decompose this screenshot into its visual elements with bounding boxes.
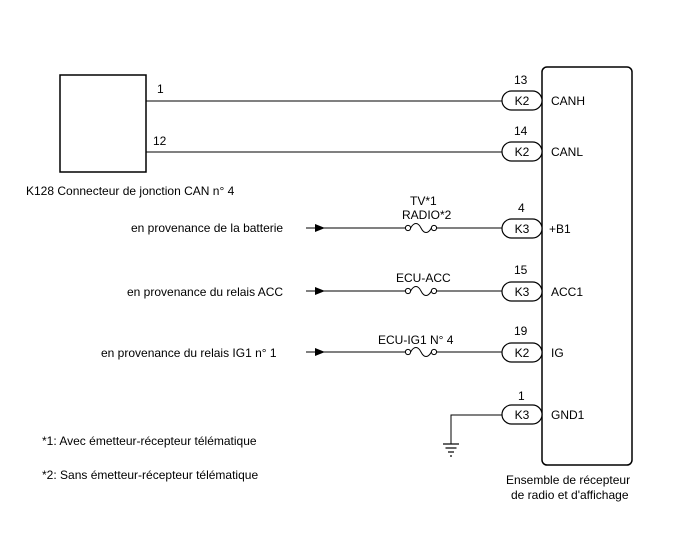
footnote-1: *1: Avec émetteur-récepteur télématique [42, 434, 257, 448]
circuit-ig: en provenance du relais IG1 n° 1 ECU-IG1… [101, 324, 564, 363]
pin-number: 14 [514, 124, 528, 138]
pin-number: 15 [514, 263, 528, 277]
unit-label-line2: de radio et d'affichage [511, 488, 629, 502]
connector-pill [501, 342, 543, 363]
fuse-symbol [404, 347, 438, 357]
circuit-b1: en provenance de la batterie TV*1 RADIO*… [131, 194, 571, 239]
terminal-name: CANH [551, 94, 585, 108]
can-junction-connector-box [59, 74, 147, 173]
connector-pill [501, 218, 543, 239]
radio-display-receiver-unit [541, 66, 633, 466]
pin-number: 4 [518, 201, 525, 215]
connector-id: K3 [515, 285, 530, 299]
circuit-canl: 14 K2 CANL [146, 124, 583, 162]
connector-id: K3 [515, 408, 530, 422]
terminal-name: CANL [551, 145, 583, 159]
circuit-acc1: en provenance du relais ACC ECU-ACC 15 K… [127, 263, 583, 302]
fuse-label: ECU-ACC [396, 271, 451, 285]
source-label: en provenance de la batterie [131, 221, 283, 235]
connector-id: K2 [515, 145, 530, 159]
connector-id: K2 [515, 94, 530, 108]
pin-number: 13 [514, 73, 528, 87]
footnote-2: *2: Sans émetteur-récepteur télématique [42, 468, 258, 482]
ground-icon [443, 443, 459, 457]
connector-pin-12: 12 [153, 134, 167, 148]
connector-pill [501, 281, 543, 302]
terminal-name: +B1 [549, 222, 571, 236]
terminal-name: GND1 [551, 408, 585, 422]
unit-label-line1: Ensemble de récepteur [506, 473, 630, 487]
fuse-label-line2: RADIO*2 [402, 208, 452, 222]
fuse-label: ECU-IG1 N° 4 [378, 333, 454, 347]
connector-pill [501, 90, 543, 111]
terminal-name: ACC1 [551, 285, 583, 299]
circuit-gnd1: 1 K3 GND1 [443, 389, 585, 457]
fuse-label-line1: TV*1 [410, 194, 437, 208]
connector-pill [501, 141, 543, 162]
connector-id: K2 [515, 346, 530, 360]
connector-pin-1: 1 [157, 82, 164, 96]
terminal-name: IG [551, 346, 564, 360]
fuse-symbol [404, 286, 438, 296]
connector-label: K128 Connecteur de jonction CAN n° 4 [26, 184, 235, 198]
source-label: en provenance du relais IG1 n° 1 [101, 346, 277, 360]
pin-number: 19 [514, 324, 528, 338]
circuit-canh: 13 K2 CANH [146, 73, 585, 111]
connector-pill [501, 404, 543, 425]
source-label: en provenance du relais ACC [127, 285, 283, 299]
fuse-symbol [404, 223, 438, 233]
connector-id: K3 [515, 222, 530, 236]
pin-number: 1 [518, 389, 525, 403]
